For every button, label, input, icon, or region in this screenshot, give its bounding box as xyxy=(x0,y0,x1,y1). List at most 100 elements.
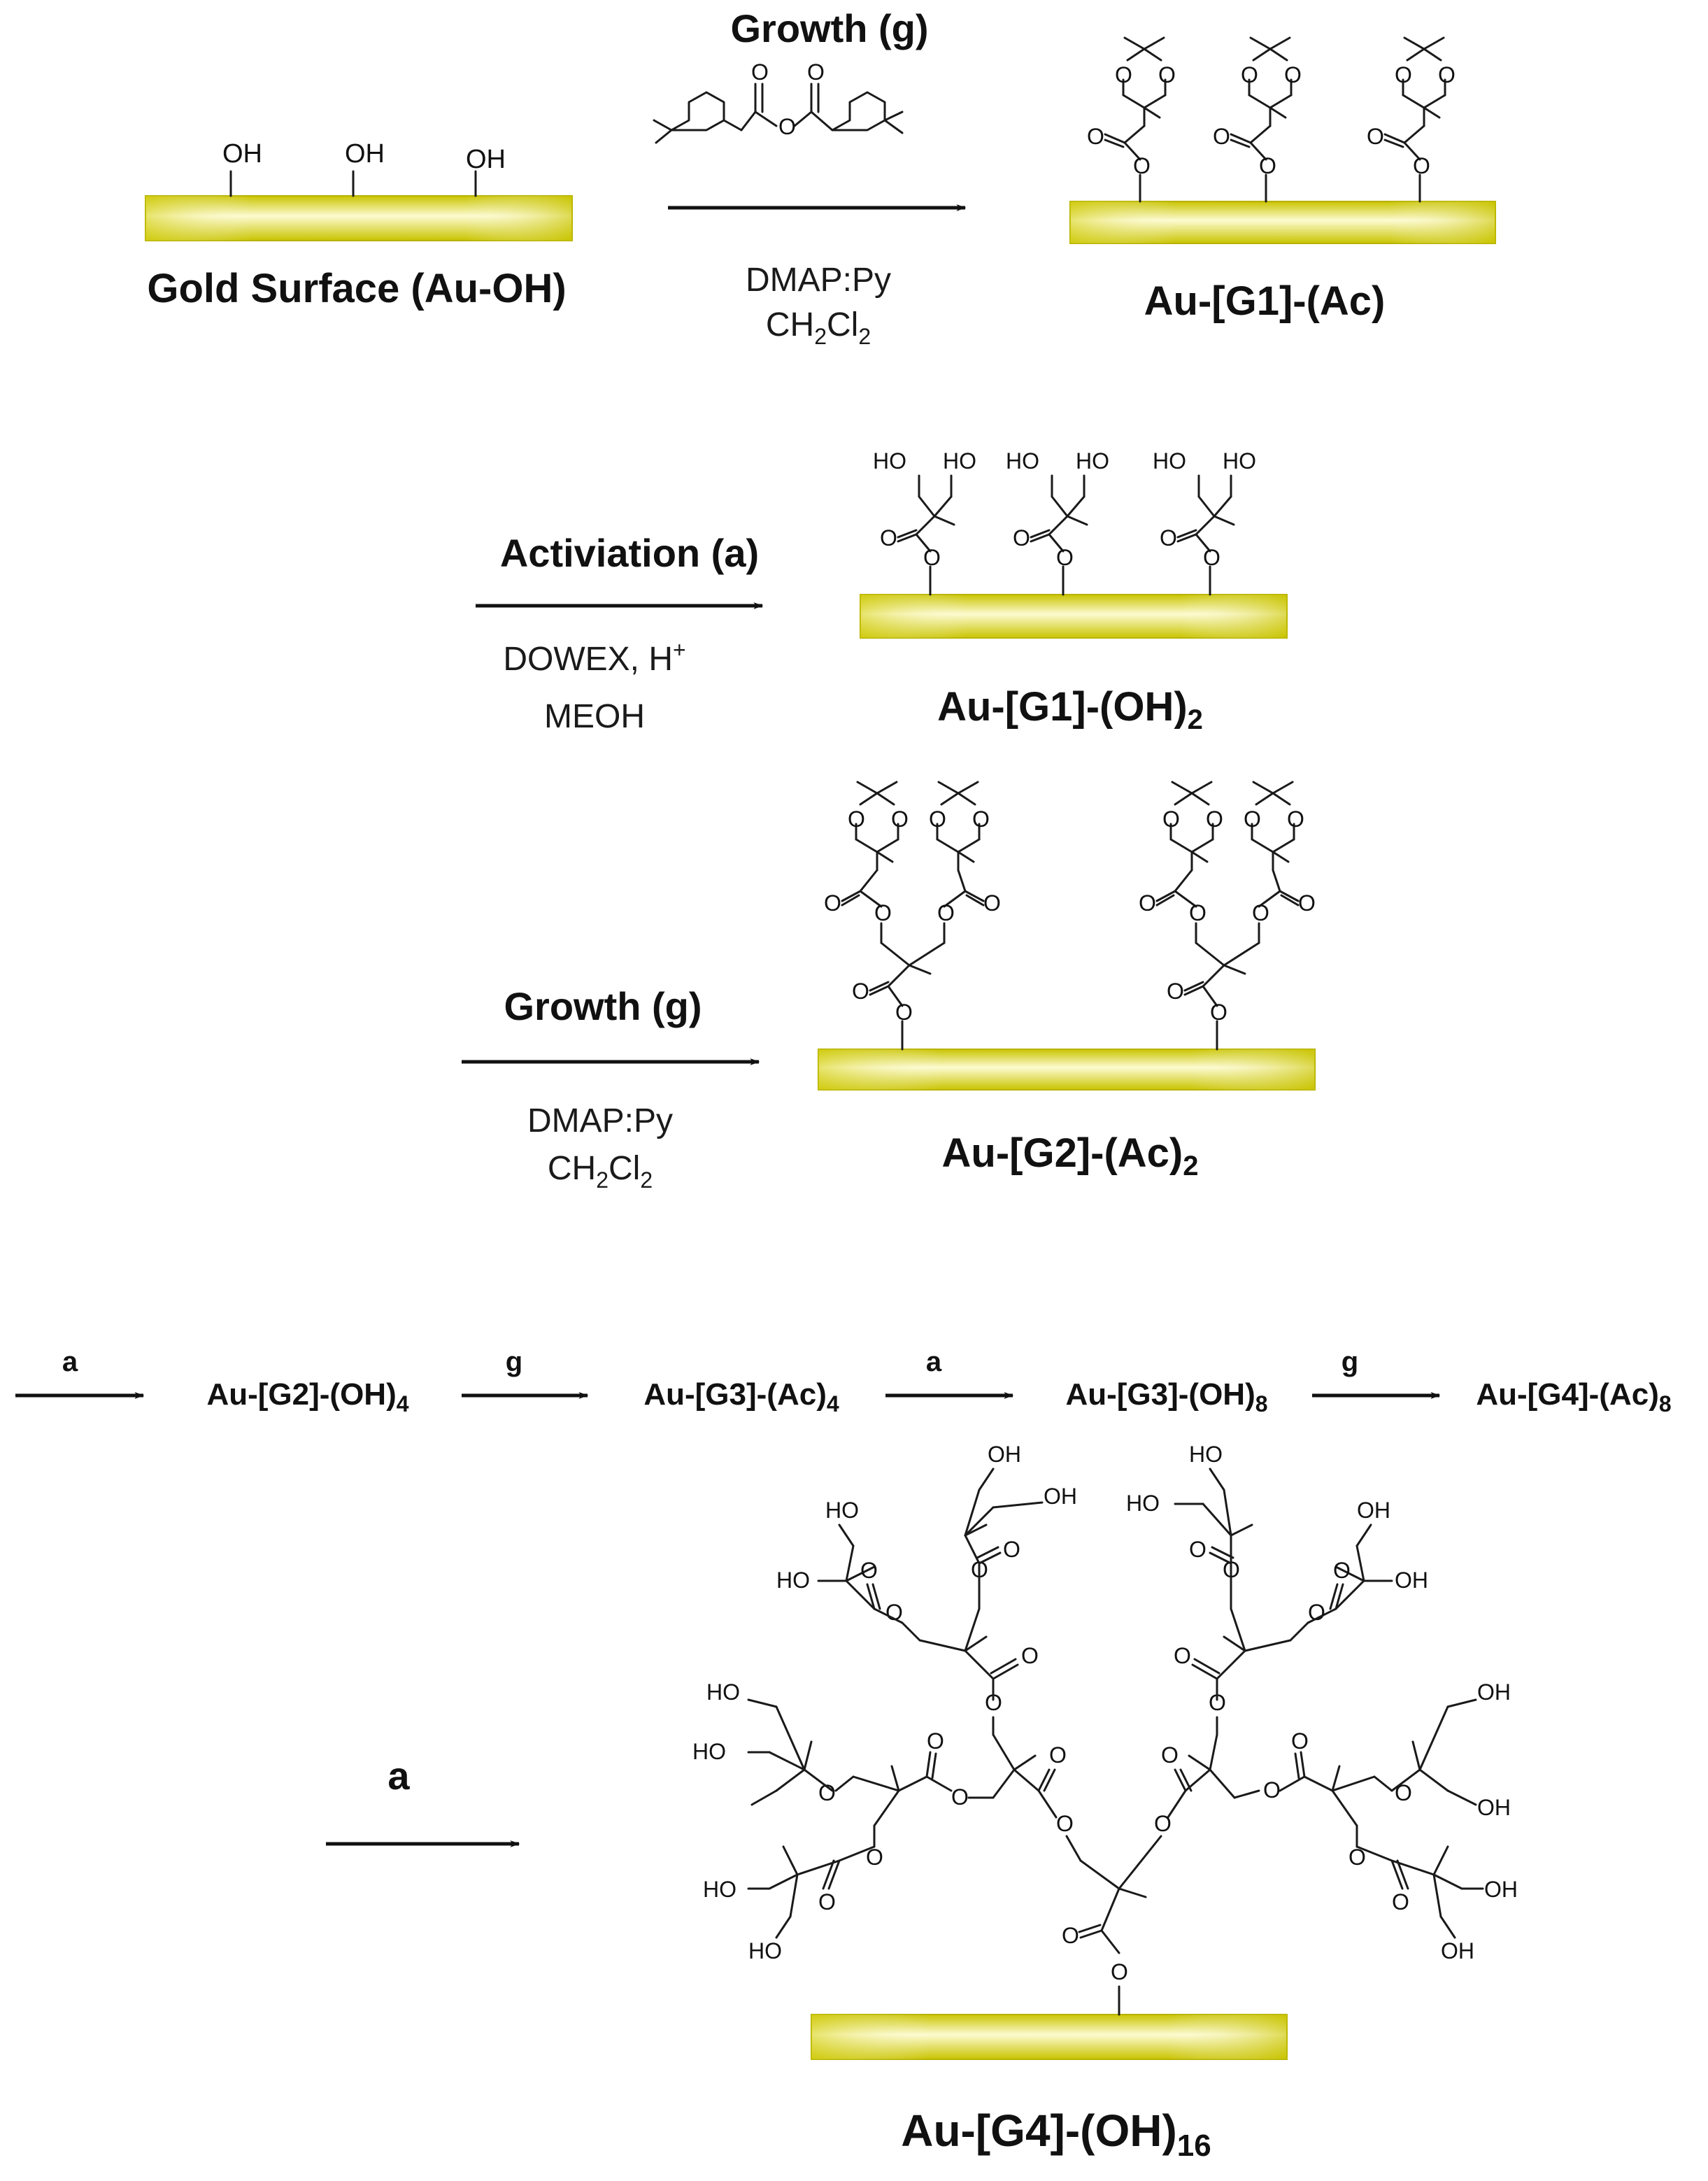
hydroxyl-label: OH xyxy=(466,145,506,174)
svg-text:HO: HO xyxy=(1189,1442,1223,1467)
svg-text:O: O xyxy=(1133,153,1151,178)
svg-text:O: O xyxy=(1213,124,1230,149)
svg-text:O: O xyxy=(1167,979,1184,1004)
growth-step-title: Growth (g) xyxy=(730,6,928,50)
g1-acetonide-units: O O O O O O O O O O O O xyxy=(1087,36,1456,203)
svg-text:HO: HO xyxy=(1153,448,1186,474)
iterative-sequence: a Au-[G2]-(OH)4 g Au-[G3]-(Ac)4 a Au-[G3… xyxy=(15,1347,1672,1416)
svg-text:OH: OH xyxy=(1441,1938,1474,1963)
sequence-product-4: Au-[G4]-(Ac)8 xyxy=(1476,1377,1671,1416)
gold-surface-g1-ac xyxy=(1069,201,1496,244)
svg-text:HO: HO xyxy=(1006,448,1039,474)
product-label-g1-ac: Au-[G1]-(Ac) xyxy=(1144,278,1386,324)
product-label-g2-ac2: Au-[G2]-(Ac)2 xyxy=(942,1130,1199,1181)
reagent-ch2cl2-2: CH2Cl2 xyxy=(548,1150,653,1193)
svg-text:O: O xyxy=(1049,1742,1067,1768)
svg-text:OH: OH xyxy=(1477,1795,1511,1820)
svg-text:O: O xyxy=(1154,1811,1172,1836)
svg-text:HO: HO xyxy=(706,1679,740,1705)
svg-text:O: O xyxy=(1284,62,1302,87)
svg-text:O: O xyxy=(1203,545,1220,570)
svg-text:O: O xyxy=(937,900,955,925)
svg-text:O: O xyxy=(824,890,841,916)
product-label-g1-oh2: Au-[G1]-(OH)2 xyxy=(937,684,1203,735)
svg-text:O: O xyxy=(1287,807,1304,832)
svg-text:O: O xyxy=(891,807,909,832)
svg-text:O: O xyxy=(1111,1959,1128,1984)
svg-text:O: O xyxy=(807,59,825,85)
sequence-arrow-4-label: g xyxy=(1342,1347,1358,1377)
svg-text:O: O xyxy=(1160,525,1177,550)
gold-surface-label: Gold Surface (Au-OH) xyxy=(147,266,566,311)
svg-text:O: O xyxy=(1395,62,1412,87)
svg-text:HO: HO xyxy=(748,1938,782,1963)
svg-text:O: O xyxy=(1244,807,1261,832)
sequence-arrow-1-label: a xyxy=(62,1347,78,1377)
reagent-dmap-py: DMAP:Py xyxy=(746,262,891,299)
svg-text:HO: HO xyxy=(943,448,976,474)
svg-text:O: O xyxy=(1263,1777,1281,1803)
svg-text:O: O xyxy=(852,979,869,1004)
svg-text:HO: HO xyxy=(703,1877,736,1902)
sequence-product-2: Au-[G3]-(Ac)4 xyxy=(643,1377,839,1416)
g4-dendron-structure: O O O O O O O O O O xyxy=(692,1442,1518,2016)
svg-text:O: O xyxy=(927,1728,944,1754)
svg-text:O: O xyxy=(923,545,941,570)
svg-text:OH: OH xyxy=(1477,1679,1511,1705)
gold-surface-g1-oh2 xyxy=(860,594,1288,639)
svg-text:OH: OH xyxy=(988,1442,1021,1467)
sequence-arrow-3-label: a xyxy=(926,1347,942,1377)
svg-text:O: O xyxy=(1367,124,1384,149)
svg-text:O: O xyxy=(1298,890,1316,916)
svg-text:O: O xyxy=(1139,890,1156,916)
svg-text:HO: HO xyxy=(1076,448,1109,474)
svg-text:O: O xyxy=(983,890,1001,916)
svg-text:O: O xyxy=(1252,900,1269,925)
anhydride-reagent: O O O xyxy=(653,59,904,144)
svg-text:OH: OH xyxy=(1395,1568,1428,1593)
svg-text:O: O xyxy=(1189,1537,1207,1562)
svg-text:O: O xyxy=(951,1784,969,1810)
svg-text:O: O xyxy=(1413,153,1430,178)
svg-text:HO: HO xyxy=(1223,448,1256,474)
svg-text:HO: HO xyxy=(873,448,906,474)
svg-text:O: O xyxy=(1056,1811,1074,1836)
svg-text:O: O xyxy=(1438,62,1456,87)
svg-text:O: O xyxy=(1162,807,1180,832)
svg-text:HO: HO xyxy=(776,1568,810,1593)
svg-text:O: O xyxy=(1087,124,1104,149)
gold-surface-au-oh xyxy=(145,195,573,241)
svg-text:OH: OH xyxy=(1357,1498,1390,1523)
surface-hydroxyls: OH OH OH xyxy=(222,139,506,197)
svg-text:O: O xyxy=(1003,1537,1020,1562)
svg-text:O: O xyxy=(1161,1742,1179,1768)
svg-text:O: O xyxy=(1206,807,1223,832)
reagent-ch2cl2: CH2Cl2 xyxy=(766,306,871,349)
svg-text:O: O xyxy=(848,807,865,832)
svg-text:O: O xyxy=(895,1000,913,1025)
product-label-g4-oh16: Au-[G4]-(OH)16 xyxy=(901,2105,1211,2163)
svg-text:O: O xyxy=(1395,1780,1412,1805)
reagent-meoh: MEOH xyxy=(544,698,645,735)
svg-text:O: O xyxy=(1291,1728,1309,1754)
svg-text:HO: HO xyxy=(692,1739,726,1764)
sequence-product-3: Au-[G3]-(OH)8 xyxy=(1065,1377,1267,1416)
svg-text:O: O xyxy=(818,1780,836,1805)
svg-text:O: O xyxy=(860,1558,878,1583)
g1-diol-units: O O HO HO O O HO HO xyxy=(873,448,1256,596)
svg-text:O: O xyxy=(1013,525,1030,550)
gold-surface-g2-ac2 xyxy=(818,1049,1316,1090)
activation-step-title: Activiation (a) xyxy=(500,531,759,575)
hydroxyl-label: OH xyxy=(345,139,385,169)
svg-text:O: O xyxy=(1158,62,1176,87)
svg-text:O: O xyxy=(1062,1923,1079,1948)
svg-text:O: O xyxy=(1210,1000,1227,1025)
svg-text:O: O xyxy=(1259,153,1276,178)
svg-text:O: O xyxy=(1115,62,1132,87)
svg-text:O: O xyxy=(929,807,946,832)
reagent-dmap-py-2: DMAP:Py xyxy=(527,1102,673,1139)
svg-text:O: O xyxy=(1189,900,1207,925)
g2-acetonide-dendrons: O O O O O O O O O O xyxy=(824,781,1316,1051)
svg-text:O: O xyxy=(1056,545,1074,570)
